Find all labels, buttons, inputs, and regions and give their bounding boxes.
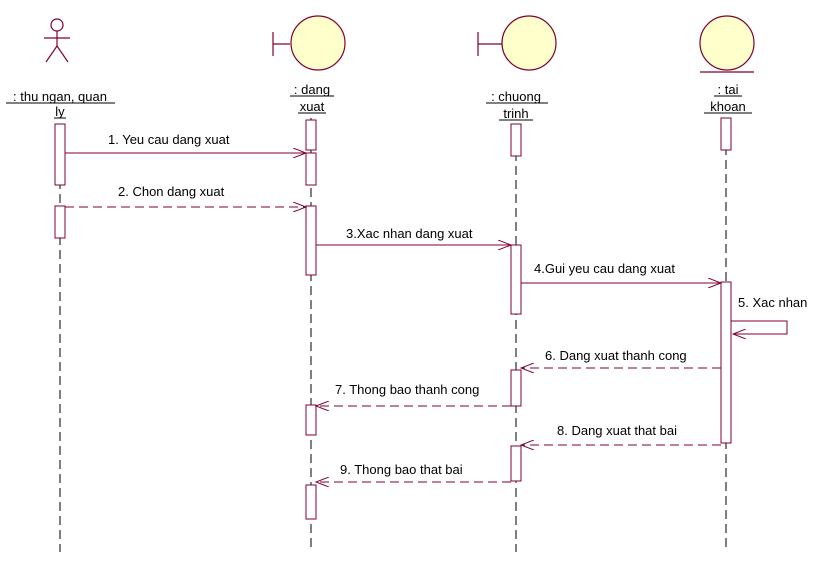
participant-thu-ngan[interactable]: : thu ngan, quan ly bbox=[6, 18, 115, 119]
activation-box bbox=[510, 244, 522, 315]
activation-box bbox=[510, 369, 522, 407]
activation-box bbox=[720, 117, 732, 151]
participant-label-line1: : chuong bbox=[491, 89, 541, 104]
activation-box bbox=[305, 205, 317, 276]
participant-label-line1: : dang bbox=[294, 82, 330, 97]
message-8[interactable]: 8. Dang xuat that bai bbox=[521, 423, 721, 445]
message-label: 8. Dang xuat that bai bbox=[557, 423, 677, 438]
message-7[interactable]: 7. Thong bao thanh cong bbox=[316, 382, 511, 406]
message-1[interactable]: 1. Yeu cau dang xuat bbox=[65, 132, 306, 153]
participant-dang-xuat[interactable]: : dang xuat bbox=[272, 15, 346, 114]
activation-box bbox=[305, 484, 317, 520]
message-9[interactable]: 9. Thong bao that bai bbox=[316, 462, 511, 482]
message-3[interactable]: 3.Xac nhan dang xuat bbox=[316, 226, 511, 245]
message-label: 9. Thong bao that bai bbox=[340, 462, 463, 477]
activation-box bbox=[510, 445, 522, 482]
message-label: 7. Thong bao thanh cong bbox=[335, 382, 479, 397]
activation-box bbox=[305, 119, 317, 151]
message-label: 5. Xac nhan bbox=[738, 295, 807, 310]
message-label: 4.Gui yeu cau dang xuat bbox=[534, 261, 675, 276]
message-5[interactable]: 5. Xac nhan bbox=[731, 295, 807, 334]
entity-icon bbox=[699, 15, 755, 73]
participant-label-line2: trinh bbox=[503, 106, 528, 121]
message-label: 6. Dang xuat thanh cong bbox=[545, 348, 687, 363]
message-label: 3.Xac nhan dang xuat bbox=[346, 226, 473, 241]
participant-label-line1: : tai bbox=[718, 82, 739, 97]
participant-label-line1: : thu ngan, quan bbox=[13, 89, 107, 104]
participant-chuong-trinh[interactable]: : chuong trinh bbox=[477, 15, 557, 121]
activation-box bbox=[54, 205, 66, 239]
activation-box bbox=[305, 152, 317, 186]
participant-tai-khoan[interactable]: : tai khoan bbox=[699, 15, 755, 114]
message-label: 1. Yeu cau dang xuat bbox=[108, 132, 230, 147]
message-4[interactable]: 4.Gui yeu cau dang xuat bbox=[521, 261, 721, 283]
boundary-icon bbox=[272, 15, 346, 71]
message-label: 2. Chon dang xuat bbox=[118, 184, 225, 199]
actor-icon bbox=[44, 18, 70, 63]
message-6[interactable]: 6. Dang xuat thanh cong bbox=[521, 348, 721, 368]
activation-box bbox=[54, 123, 66, 186]
activation-box bbox=[720, 281, 732, 444]
boundary-icon bbox=[477, 15, 557, 71]
activation-box bbox=[510, 123, 522, 157]
message-2[interactable]: 2. Chon dang xuat bbox=[65, 184, 306, 207]
participant-label-line2: ly bbox=[55, 104, 65, 119]
participant-label-line2: xuat bbox=[300, 99, 325, 114]
activation-box bbox=[305, 404, 317, 436]
participant-label-line2: khoan bbox=[710, 99, 745, 114]
